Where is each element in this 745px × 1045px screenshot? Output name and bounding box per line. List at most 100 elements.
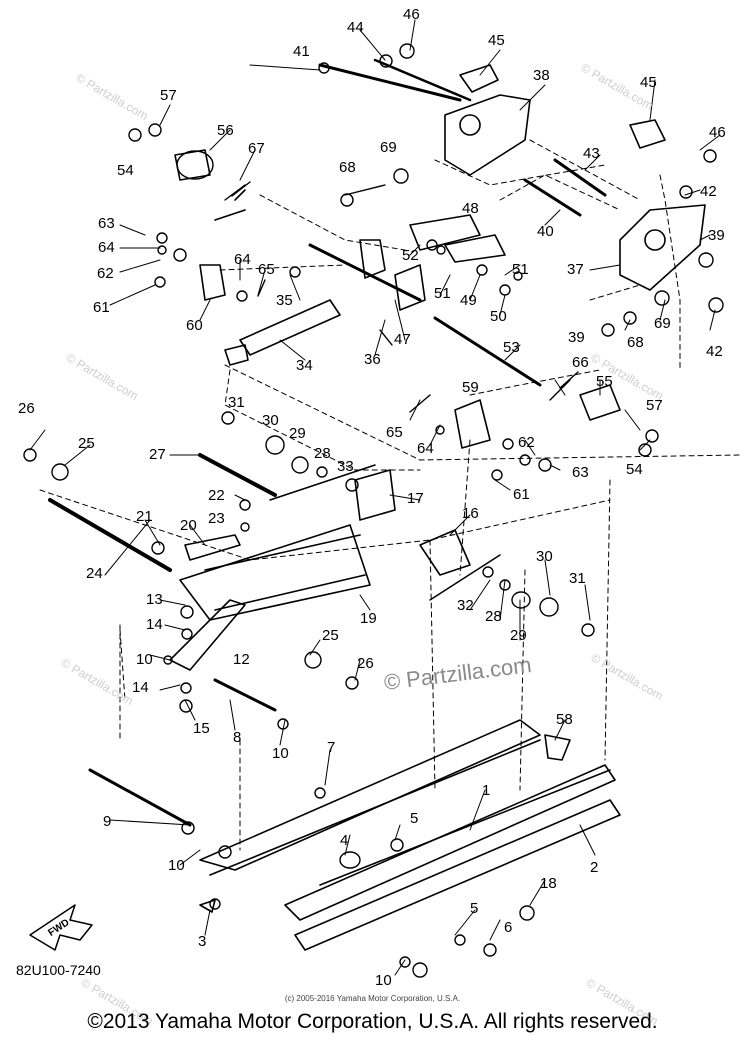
callout-64a: 64	[98, 239, 115, 256]
footer-copyright: ©2013 Yamaha Motor Corporation, U.S.A. A…	[87, 1010, 658, 1033]
callout-31b: 31	[569, 570, 586, 587]
callout-13: 13	[146, 591, 163, 608]
callout-25a: 25	[78, 435, 95, 452]
brand-watermark: © Partzilla.com	[383, 652, 533, 695]
callout-42b: 42	[706, 343, 723, 360]
rear-axle-assembly	[174, 58, 706, 449]
callout-64c: 64	[417, 440, 434, 457]
callout-65a: 65	[258, 261, 275, 278]
callout-31a: 31	[228, 394, 245, 411]
callout-6: 6	[504, 919, 512, 936]
callout-24: 24	[86, 565, 103, 582]
callout-18: 18	[540, 875, 557, 892]
callout-28b: 28	[485, 608, 502, 625]
suspension-drawing	[23, 19, 741, 978]
callout-17: 17	[407, 490, 424, 507]
callout-1: 1	[482, 782, 490, 799]
callout-65b: 65	[386, 424, 403, 441]
callout-38: 38	[533, 67, 550, 84]
watermarks: © Partzilla.com © Partzilla.com © Partzi…	[59, 60, 666, 1028]
callout-54a: 54	[117, 162, 134, 179]
callout-63b: 63	[572, 464, 589, 481]
callout-10d: 10	[375, 972, 392, 989]
callout-14b: 14	[132, 679, 149, 696]
callout-25b: 25	[322, 627, 339, 644]
callout-36: 36	[364, 351, 381, 368]
watermark-6: © Partzilla.com	[589, 650, 666, 703]
callout-42a: 42	[700, 183, 717, 200]
callout-39b: 39	[568, 329, 585, 346]
callout-14a: 14	[146, 616, 163, 633]
small-copyright: (c) 2005-2016 Yamaha Motor Corporation, …	[284, 994, 461, 1003]
watermark-5: © Partzilla.com	[59, 655, 136, 708]
slide-rails	[88, 719, 621, 951]
hardware	[23, 43, 724, 978]
callout-45b: 45	[640, 74, 657, 91]
callout-26b: 26	[357, 655, 374, 672]
callout-37: 37	[567, 261, 584, 278]
callout-56: 56	[217, 122, 234, 139]
callout-48: 48	[462, 200, 479, 217]
assembly-guide-lines	[39, 139, 741, 851]
callout-16: 16	[462, 505, 479, 522]
callout-labels: 1 2 3 4 5 5 6 7 8 9 10 10 10 10 12 13 14…	[18, 6, 726, 989]
document-number: 82U100-7240	[16, 962, 101, 978]
callout-68b: 68	[627, 334, 644, 351]
leader-lines	[29, 19, 721, 976]
callout-53: 53	[503, 339, 520, 356]
callout-46a: 46	[403, 6, 420, 23]
callout-3: 3	[198, 933, 206, 950]
callout-67: 67	[248, 140, 265, 157]
front-arm-assembly	[48, 453, 501, 712]
callout-35: 35	[276, 292, 293, 309]
callout-12: 12	[233, 651, 250, 668]
callout-4: 4	[340, 832, 348, 849]
callout-46b: 46	[709, 124, 726, 141]
callout-64b: 64	[234, 251, 251, 268]
callout-59: 59	[462, 379, 479, 396]
callout-29a: 29	[289, 425, 306, 442]
callout-2: 2	[590, 859, 598, 876]
callout-55: 55	[596, 373, 613, 390]
callout-39a: 39	[708, 227, 725, 244]
callout-69b: 69	[654, 315, 671, 332]
callout-10b: 10	[272, 745, 289, 762]
callout-40: 40	[537, 223, 554, 240]
callout-51b: 51	[512, 261, 529, 278]
callout-23: 23	[208, 510, 225, 527]
callout-8: 8	[233, 729, 241, 746]
watermark-3: © Partzilla.com	[64, 350, 141, 403]
callout-29b: 29	[510, 627, 527, 644]
callout-50: 50	[490, 308, 507, 325]
callout-43: 43	[583, 145, 600, 162]
callout-19: 19	[360, 610, 377, 627]
callout-26a: 26	[18, 400, 35, 417]
callout-44: 44	[347, 19, 364, 36]
callout-41: 41	[293, 43, 310, 60]
callout-5b: 5	[470, 900, 478, 917]
callout-49: 49	[460, 292, 477, 309]
callout-52: 52	[402, 247, 419, 264]
callout-9: 9	[103, 813, 111, 830]
callout-22: 22	[208, 487, 225, 504]
callout-15: 15	[193, 720, 210, 737]
callout-60: 60	[186, 317, 203, 334]
callout-57a: 57	[160, 87, 177, 104]
callout-20: 20	[180, 517, 197, 534]
callout-68a: 68	[339, 159, 356, 176]
callout-28a: 28	[314, 445, 331, 462]
callout-45a: 45	[488, 32, 505, 49]
callout-63a: 63	[98, 215, 115, 232]
callout-27: 27	[149, 446, 166, 463]
callout-58: 58	[556, 711, 573, 728]
callout-5: 5	[410, 810, 418, 827]
callout-51a: 51	[434, 285, 451, 302]
callout-21: 21	[136, 508, 153, 525]
callout-32: 32	[457, 597, 474, 614]
callout-33: 33	[337, 458, 354, 475]
callout-30a: 30	[262, 412, 279, 429]
callout-61b: 61	[513, 486, 530, 503]
callout-69a: 69	[380, 139, 397, 156]
callout-7: 7	[327, 739, 335, 756]
